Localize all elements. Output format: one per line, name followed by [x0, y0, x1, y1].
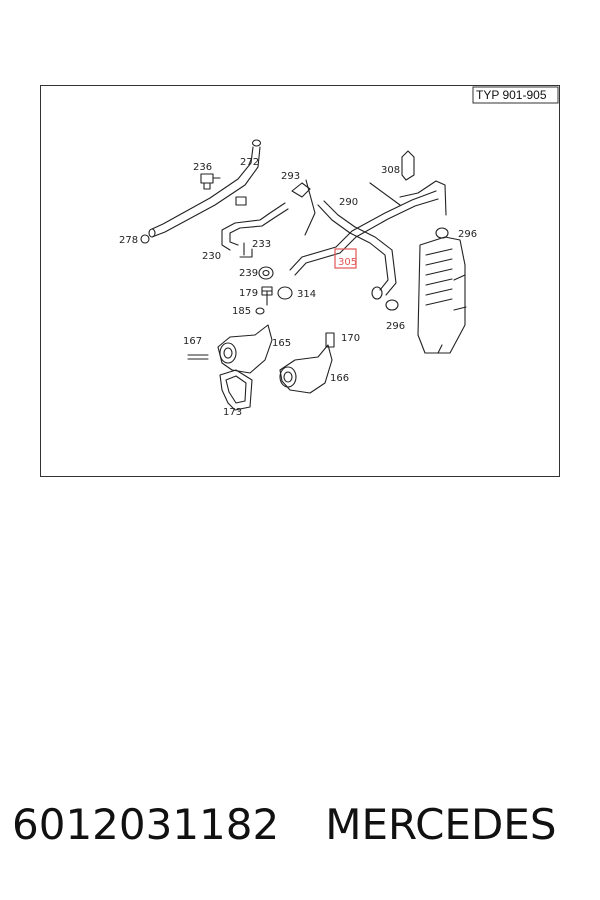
- callout-239[interactable]: 239: [239, 268, 258, 279]
- clamp-278: [140, 234, 150, 244]
- callout-173[interactable]: 173: [223, 407, 242, 418]
- callout-labels: 236 272 293 308 290 278 230 233 296 239 …: [119, 157, 477, 418]
- clamp-296-top: [435, 227, 449, 239]
- grommet-239: [258, 266, 274, 280]
- callout-293[interactable]: 293: [281, 171, 300, 182]
- callout-278[interactable]: 278: [119, 235, 138, 246]
- grommet-239-inner: [262, 269, 270, 277]
- callout-305[interactable]: 305: [338, 257, 357, 268]
- callout-290[interactable]: 290: [339, 197, 358, 208]
- gasket-173-inner: [225, 375, 247, 404]
- callout-296-bottom[interactable]: 296: [386, 321, 405, 332]
- part-footer: 6012031182 MERCEDES: [12, 800, 592, 870]
- hose-290-edge: [294, 198, 439, 276]
- type-label: TYP 901-905: [476, 88, 547, 102]
- clip-233: [239, 242, 253, 258]
- callout-308[interactable]: 308: [381, 165, 400, 176]
- callout-230[interactable]: 230: [202, 251, 221, 262]
- gasket-173: [219, 369, 253, 411]
- diagram-border: [40, 85, 560, 477]
- callout-272[interactable]: 272: [240, 157, 259, 168]
- sensor-170: [325, 332, 335, 348]
- oring-185: [255, 307, 265, 315]
- hose-305-end: [371, 286, 383, 300]
- hose-290-branch: [369, 182, 401, 206]
- hose-290: [289, 190, 437, 271]
- reservoir: [417, 236, 467, 354]
- callout-296-top[interactable]: 296: [458, 229, 477, 240]
- bolt-179: [261, 286, 273, 306]
- diagram-canvas: TYP 901-905: [40, 85, 560, 477]
- type-label-box: TYP 901-905: [472, 86, 559, 104]
- callout-236[interactable]: 236: [193, 162, 212, 173]
- callout-233[interactable]: 233: [252, 239, 271, 250]
- hose-230-edge: [229, 208, 289, 246]
- hose-305-edge: [323, 200, 397, 296]
- hose-290-upper: [399, 180, 447, 216]
- hose-272: [151, 146, 261, 238]
- highlight-box[interactable]: [334, 248, 357, 269]
- hose-305: [317, 204, 389, 291]
- callout-314[interactable]: 314: [297, 289, 316, 300]
- clip-308: [401, 150, 415, 181]
- callout-179[interactable]: 179: [239, 288, 258, 299]
- callout-166[interactable]: 166: [330, 373, 349, 384]
- housing-166: [279, 344, 333, 394]
- clamp-296-bottom: [385, 299, 399, 311]
- callout-170[interactable]: 170: [341, 333, 360, 344]
- hose-272-end: [251, 139, 262, 147]
- housing-165: [217, 324, 273, 374]
- clamp-314: [277, 286, 293, 300]
- bracket-293: [291, 182, 311, 198]
- sensor-236: [200, 173, 221, 190]
- hose-230: [221, 202, 286, 251]
- stud-167: [187, 354, 209, 360]
- hose-272-edge: [151, 146, 254, 230]
- part-number: 6012031182: [12, 800, 280, 849]
- brand-name: MERCEDES: [325, 800, 557, 849]
- callout-185[interactable]: 185: [232, 306, 251, 317]
- bracket-293-rod: [304, 179, 316, 236]
- parts-diagram: TYP 901-905: [40, 85, 560, 477]
- callout-167[interactable]: 167: [183, 336, 202, 347]
- hose-272-end2: [148, 228, 156, 238]
- bracket-230: [235, 196, 247, 206]
- callout-165[interactable]: 165: [272, 338, 291, 349]
